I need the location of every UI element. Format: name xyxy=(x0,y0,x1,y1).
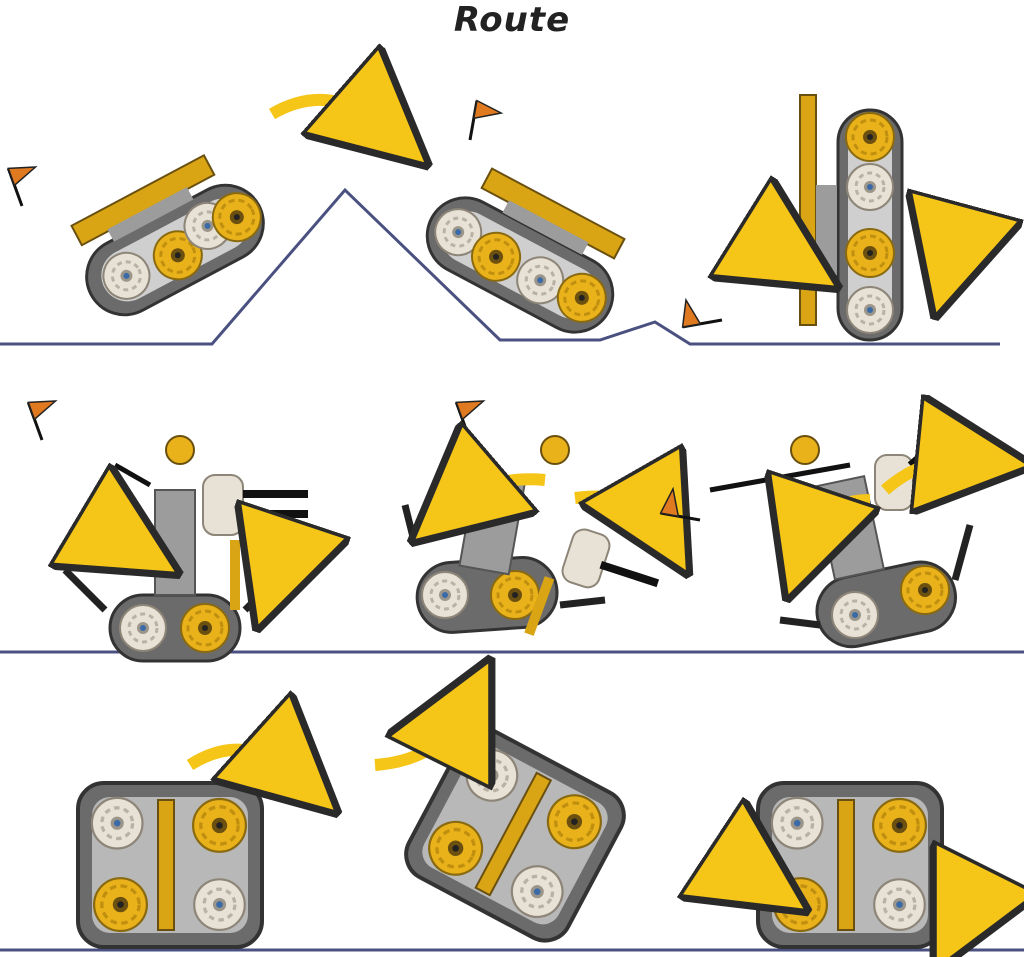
arm-swing-row xyxy=(0,392,1024,663)
robot-tank-icon xyxy=(799,94,904,342)
curved-arrow-icon xyxy=(109,500,130,545)
curved-arrow-icon xyxy=(455,479,546,505)
curved-arrow-icon xyxy=(374,710,465,765)
ground-line xyxy=(0,187,1000,346)
curved-arrow-icon xyxy=(912,210,952,262)
curved-arrow-icon xyxy=(805,500,870,545)
robot-tank-icon xyxy=(401,435,660,636)
curved-arrow-icon xyxy=(766,200,790,258)
curved-arrow-icon xyxy=(935,875,964,920)
curved-arrow-icon xyxy=(268,100,385,128)
curved-arrow-icon xyxy=(740,830,760,880)
robot-tank-icon xyxy=(76,781,264,949)
robot-tank-icon xyxy=(70,153,271,317)
curved-arrow-icon xyxy=(574,497,660,525)
robot-tank-icon xyxy=(756,781,944,949)
curved-arrow-icon xyxy=(250,545,277,575)
terrain-row xyxy=(0,94,1000,346)
page-title: Route xyxy=(453,0,571,40)
curved-arrow-icon xyxy=(881,459,975,490)
flip-row xyxy=(0,710,1024,950)
robot-tank-icon xyxy=(425,167,626,334)
robot-tank-icon xyxy=(404,727,626,943)
curved-arrow-icon xyxy=(186,750,295,775)
